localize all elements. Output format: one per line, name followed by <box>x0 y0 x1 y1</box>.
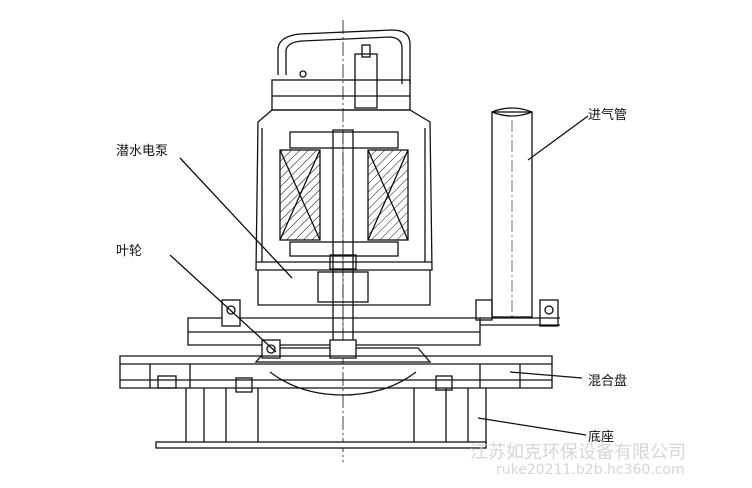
base-frame <box>185 388 487 445</box>
label-impeller: 叶轮 <box>116 244 143 259</box>
label-submersible-pump: 潜水电泵 <box>116 144 169 159</box>
label-base: 底座 <box>588 430 615 445</box>
leader-impeller <box>169 254 277 353</box>
volute-flange <box>187 317 481 346</box>
motor-housing <box>255 109 433 271</box>
leader-base <box>477 417 587 436</box>
leader-pump <box>179 157 293 279</box>
watermark-company: 江苏如克环保设备有限公司 <box>470 442 686 463</box>
lifting-handle <box>277 29 411 84</box>
label-mixing-disc: 混合盘 <box>588 374 628 389</box>
watermark-url: ruke20211.b2b.hc360.com <box>496 462 685 478</box>
impeller <box>254 347 432 363</box>
mixing-disc <box>119 355 553 389</box>
motor-top-cap <box>271 79 411 111</box>
base-plate <box>155 441 487 449</box>
lower-housing <box>257 270 431 306</box>
leader-air-pipe <box>527 115 589 161</box>
leader-mixing-disc <box>509 371 583 379</box>
label-air-inlet-pipe: 进气管 <box>588 108 628 123</box>
